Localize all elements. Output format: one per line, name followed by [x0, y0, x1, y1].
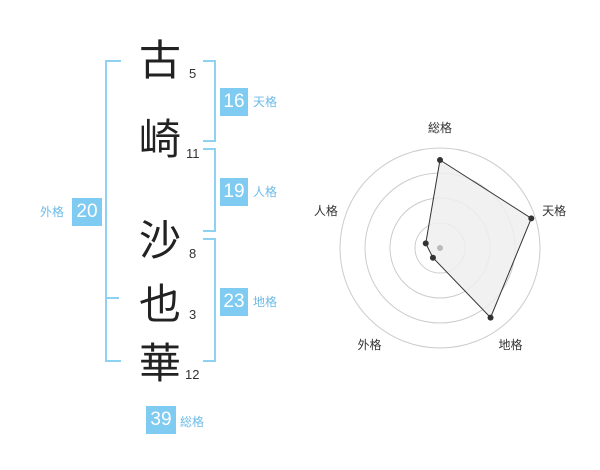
gaikaku-bracket [105, 60, 121, 362]
radar-axis-label-4: 外格 [357, 337, 381, 352]
gaikaku-score: 20 [72, 198, 102, 226]
radar-area [425, 159, 532, 319]
radar-axis-label-3: 地格 [499, 337, 523, 352]
jinkaku-score: 19 [220, 178, 248, 206]
gaikaku-bracket-divider [105, 297, 119, 299]
radar-point-1 [437, 157, 443, 163]
radar-axis-label-1: 総格 [428, 120, 452, 135]
radar-point-2 [528, 215, 535, 222]
radar-point-4 [429, 254, 436, 261]
radar-axis-label-5: 人格 [314, 203, 338, 218]
jinkaku-bracket [203, 148, 216, 232]
radar-axis-label-2: 天格 [542, 203, 566, 218]
kanji-char-4: 也 [138, 280, 181, 329]
radar-point-5 [422, 240, 429, 247]
chikaku-label: 地格 [253, 295, 278, 309]
stroke-count-1: 5 [189, 66, 197, 81]
jinkaku-label: 人格 [253, 185, 278, 199]
chikaku-bracket [203, 238, 216, 362]
kanji-char-1: 古 [138, 36, 181, 85]
chikaku-score: 23 [220, 288, 248, 316]
soukaku-score: 39 [146, 406, 176, 434]
tenkaku-score: 16 [220, 88, 248, 116]
kanji-char-3: 沙 [138, 216, 181, 265]
soukaku-label: 総格 [180, 415, 205, 429]
kanji-char-2: 崎 [138, 115, 181, 164]
stroke-count-5: 12 [185, 367, 200, 382]
stroke-count-2: 11 [186, 146, 200, 161]
stroke-count-4: 3 [189, 307, 197, 322]
kanji-char-5: 華 [138, 339, 181, 388]
radar-ring [339, 147, 541, 349]
stroke-count-3: 8 [189, 246, 197, 261]
radar-points [422, 157, 535, 321]
tenkaku-bracket [203, 60, 216, 142]
tenkaku-label: 天格 [253, 95, 278, 109]
radar-center [437, 245, 443, 251]
gaikaku-label: 外格 [40, 205, 65, 219]
radar-point-3 [487, 314, 494, 321]
